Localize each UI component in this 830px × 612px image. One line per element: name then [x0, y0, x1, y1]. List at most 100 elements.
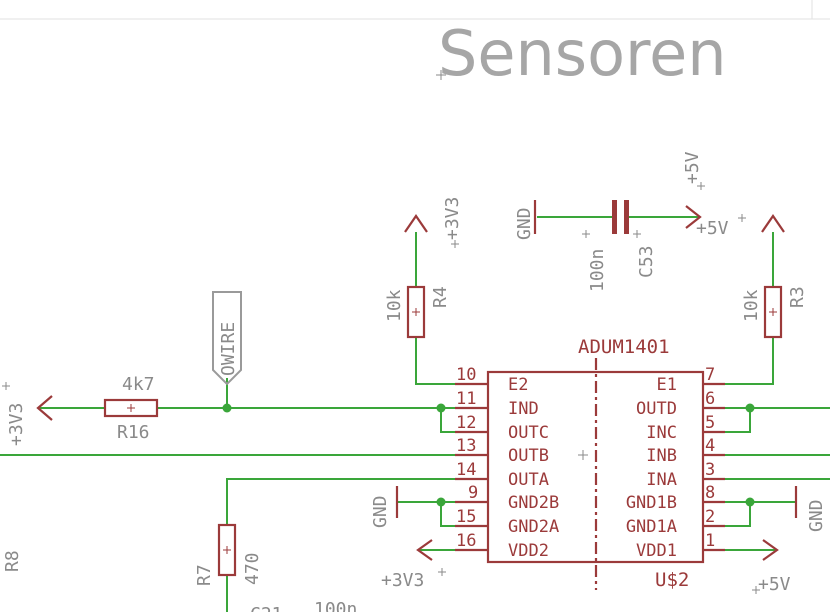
pin-number: 4 [705, 436, 715, 456]
pin-label: OUTC [508, 423, 549, 443]
ic-pin-9[interactable]: 9 GND2B [455, 483, 559, 513]
pin-label: VDD2 [508, 541, 549, 561]
junction-dot [436, 497, 446, 507]
supply-5v-r3[interactable] [761, 214, 785, 233]
pin-label: E2 [508, 375, 528, 395]
pin-label: IND [508, 399, 539, 419]
pin-number: 1 [705, 531, 715, 551]
supply-5v-label: +5V [758, 574, 791, 595]
gnd-label: GND [806, 499, 827, 532]
pin-number: 15 [456, 507, 476, 527]
r7-value: 470 [242, 552, 263, 585]
ic-pin-3[interactable]: 3 INA [646, 460, 725, 490]
ic-pin-4[interactable]: 4 INB [646, 436, 725, 466]
c21-ref: C21 [250, 604, 283, 612]
pin-number: 9 [468, 483, 478, 503]
pin-number: 2 [705, 507, 715, 527]
supply-3v3-left[interactable]: +3V3 [2, 382, 53, 446]
pin-label: GND2B [508, 493, 559, 513]
origin-cross [436, 70, 446, 80]
ic-pin-16[interactable]: 16 VDD2 [455, 531, 549, 561]
ic-pin-8[interactable]: 8 GND1B [626, 483, 725, 513]
supply-5v-label: +5V [682, 151, 703, 184]
ic-adum1401[interactable]: ADUM1401 U$2 10 E2 11 IND 12 OUTC 13 OUT… [455, 336, 725, 591]
junction-dot [745, 497, 755, 507]
net-wires [0, 216, 830, 612]
ic-pin-2[interactable]: 2 GND1A [626, 507, 725, 537]
gnd-left[interactable]: GND [370, 486, 399, 528]
ic-pin-1[interactable]: 1 VDD1 [636, 531, 725, 561]
r16-value: 4k7 [122, 374, 155, 395]
pin-number: 10 [456, 365, 476, 385]
ic-pin-14[interactable]: 14 OUTA [455, 460, 549, 490]
ic-pin-13[interactable]: 13 OUTB [455, 436, 549, 466]
pin-label: GND2A [508, 517, 559, 537]
pin-number: 16 [456, 531, 476, 551]
pin-number: 5 [705, 413, 715, 433]
pin-label: OUTD [636, 399, 677, 419]
gnd-label: GND [514, 207, 535, 240]
pin-label: OUTA [508, 470, 549, 490]
ic-pin-10[interactable]: 10 E2 [455, 365, 528, 395]
owire-label: OWIRE [218, 322, 239, 376]
ic-pin-11[interactable]: 11 IND [455, 389, 539, 419]
ic-pin-7[interactable]: 7 E1 [657, 365, 725, 395]
pin-number: 12 [456, 413, 476, 433]
c53-value: 100n [587, 249, 608, 292]
ic-name: ADUM1401 [578, 336, 670, 358]
junctions [222, 403, 755, 507]
r8-ref: R8 [2, 550, 23, 572]
supply-3v3-vdd2[interactable]: +3V3 [381, 539, 446, 591]
pin-label: OUTB [508, 446, 549, 466]
gnd-label: GND [370, 495, 391, 528]
supply-3v3-r4[interactable]: +3V3 [404, 197, 463, 248]
gnd-right[interactable]: GND [794, 486, 827, 532]
ic-pin-15[interactable]: 15 GND2A [455, 507, 559, 537]
pin-label: INB [646, 446, 677, 466]
owire-net-label[interactable]: OWIRE [212, 291, 242, 386]
pin-number: 11 [456, 389, 476, 409]
resistor-r7[interactable]: R7 470 [194, 523, 263, 586]
pin-label: GND1B [626, 493, 677, 513]
junction-dot [745, 403, 755, 413]
pin-label: GND1A [626, 517, 677, 537]
sheet-title: Sensoren [438, 17, 727, 90]
supply-3v3-label: +3V3 [442, 197, 463, 240]
pin-number: 8 [705, 483, 715, 503]
capacitor-c53[interactable]: GND 100n C53 +5V [514, 200, 746, 292]
supply-5v-vdd1[interactable]: +5V [752, 539, 791, 595]
ic-pin-6[interactable]: 6 OUTD [636, 389, 725, 419]
r4-value: 10k [384, 289, 405, 322]
pin-label: INA [646, 470, 677, 490]
r3-ref: R3 [787, 286, 808, 308]
ic-pin-5[interactable]: 5 INC [646, 413, 725, 443]
pin-number: 6 [705, 389, 715, 409]
junction-dot [436, 403, 446, 413]
ic-origin-cross [578, 450, 588, 460]
pin-label: INC [646, 423, 677, 443]
resistor-r4[interactable]: 10k R4 [384, 285, 451, 339]
capacitor-c21-labels: C21 100n [250, 599, 357, 612]
ic-ref: U$2 [655, 569, 689, 591]
supply-5v-r3-label: +5V [682, 151, 705, 190]
resistor-r3[interactable]: 10k R3 [741, 285, 808, 339]
r4-ref: R4 [430, 286, 451, 308]
pin-number: 13 [456, 436, 476, 456]
c53-ref: C53 [636, 245, 657, 278]
pin-label: E1 [657, 375, 677, 395]
ic-pin-12[interactable]: 12 OUTC [455, 413, 549, 443]
c21-value: 100n [314, 599, 357, 612]
pin-label: VDD1 [636, 541, 677, 561]
resistor-r16[interactable]: 4k7 R16 [103, 374, 159, 443]
pin-number: 14 [456, 460, 476, 480]
pin-number: 7 [705, 365, 715, 385]
r16-ref: R16 [117, 422, 150, 443]
r7-ref: R7 [194, 564, 215, 586]
pin-number: 3 [705, 460, 715, 480]
supply-5v-label: +5V [696, 218, 729, 239]
r3-value: 10k [741, 289, 762, 322]
junction-dot [222, 403, 232, 413]
supply-3v3-label: +3V3 [381, 570, 424, 591]
supply-3v3-label: +3V3 [6, 403, 27, 446]
